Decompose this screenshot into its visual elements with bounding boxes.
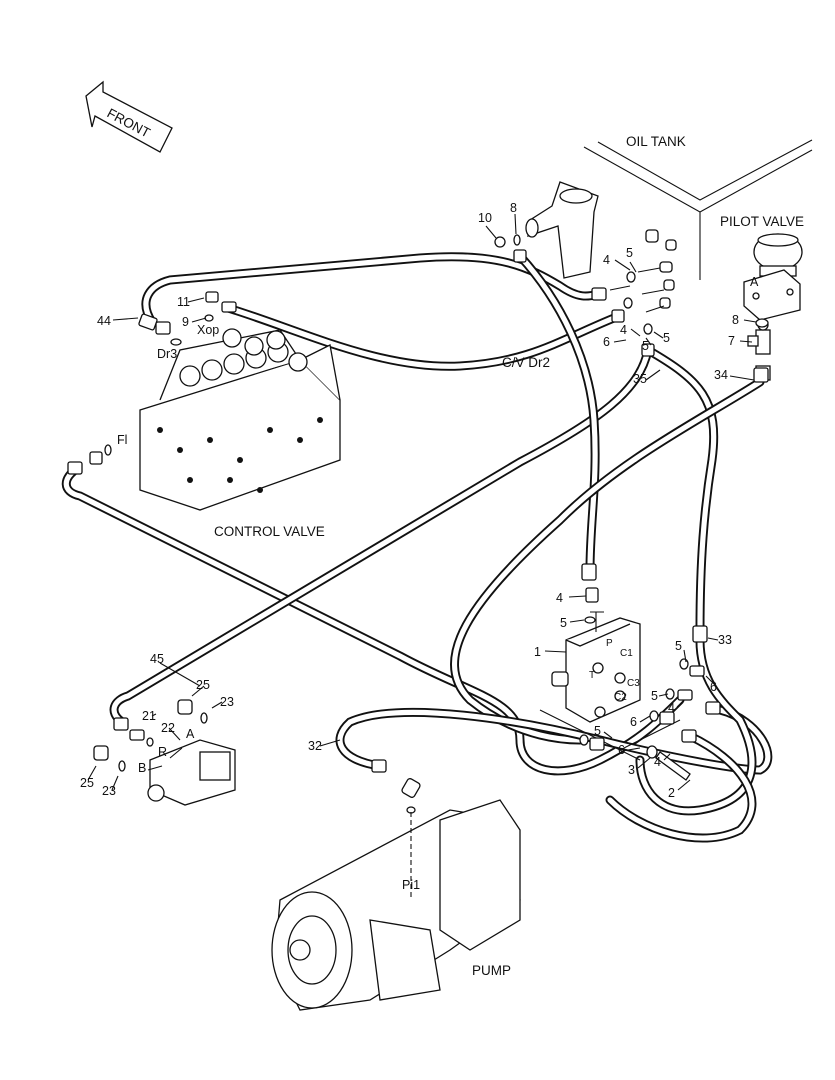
port-pi1: Pi1 xyxy=(402,878,420,892)
port-r-block: R xyxy=(158,745,167,759)
port-fl: Fl xyxy=(117,433,127,447)
callout: 4 xyxy=(556,591,563,605)
spool-caps xyxy=(179,328,308,387)
callout: 44 xyxy=(97,314,111,328)
callout: 8 xyxy=(732,313,739,327)
oil-tank-label: OIL TANK xyxy=(626,134,686,149)
callout: 25 xyxy=(196,678,210,692)
callout: 34 xyxy=(714,368,728,382)
control-valve: CONTROL VALVE xyxy=(139,328,341,539)
port-dr3: Dr3 xyxy=(157,347,177,361)
port-c3: C3 xyxy=(627,678,640,689)
callout: 6 xyxy=(710,680,717,694)
solenoid-block: A B R xyxy=(138,727,236,806)
port-labels: Xop Dr3 Fl Pi1 C/V Dr2 xyxy=(117,323,550,892)
valve-bolts xyxy=(157,417,323,493)
callout: 5 xyxy=(663,331,670,345)
callout: 33 xyxy=(718,633,732,647)
pump-label: PUMP xyxy=(472,963,511,978)
port-xop: Xop xyxy=(197,323,219,337)
callout: 4 xyxy=(620,323,627,337)
callout: 3 xyxy=(628,763,635,777)
callout: 10 xyxy=(478,211,492,225)
port-t: T xyxy=(589,670,595,681)
callout: 9 xyxy=(182,315,189,329)
callout: 23 xyxy=(102,784,116,798)
callout: 8 xyxy=(510,201,517,215)
tank-fittings xyxy=(609,229,677,313)
callout: 45 xyxy=(150,652,164,666)
leader-lines xyxy=(87,213,757,791)
callout: 25 xyxy=(80,776,94,790)
oil-tank-outline: OIL TANK xyxy=(583,134,813,280)
callout: 4 xyxy=(603,253,610,267)
callout: 5 xyxy=(675,639,682,653)
hose-fittings xyxy=(67,249,769,773)
callout: 7 xyxy=(728,334,735,348)
front-arrow-icon: FRONT xyxy=(85,80,173,153)
callout: 5 xyxy=(651,689,658,703)
callout: 5 xyxy=(594,724,601,738)
port-p: P xyxy=(606,638,613,649)
callout: 6 xyxy=(603,335,610,349)
callout: 5 xyxy=(560,616,567,630)
pilot-valve-label: PILOT VALVE xyxy=(720,214,804,229)
pump: PUMP xyxy=(271,778,521,1011)
callout: 11 xyxy=(177,295,190,309)
manifold-block: P T C1 C3 C2 xyxy=(539,611,681,761)
callout: 4 xyxy=(668,701,675,715)
callout: 6 xyxy=(630,715,637,729)
pilot-valve: PILOT VALVE A xyxy=(720,214,804,321)
port-a-pilot: A xyxy=(750,275,759,289)
callout: 4 xyxy=(654,755,661,769)
callout: 23 xyxy=(220,695,234,709)
port-c1: C1 xyxy=(620,648,633,659)
callout: 35 xyxy=(633,372,647,386)
callout: 1 xyxy=(534,645,541,659)
callout: 32 xyxy=(308,739,322,753)
callout: 5 xyxy=(626,246,633,260)
port-a-block: A xyxy=(186,727,195,741)
port-c2: C2 xyxy=(614,692,627,703)
hose-lines xyxy=(61,251,773,843)
port-b-block: B xyxy=(138,761,146,775)
cv-dr2-label: C/V Dr2 xyxy=(502,355,550,370)
callout: 21 xyxy=(142,709,156,723)
control-valve-label: CONTROL VALVE xyxy=(214,524,325,539)
callout: 6 xyxy=(618,743,625,757)
tank-return-elbow xyxy=(525,181,599,279)
callout: 5 xyxy=(642,339,649,353)
callout: 2 xyxy=(668,786,675,800)
